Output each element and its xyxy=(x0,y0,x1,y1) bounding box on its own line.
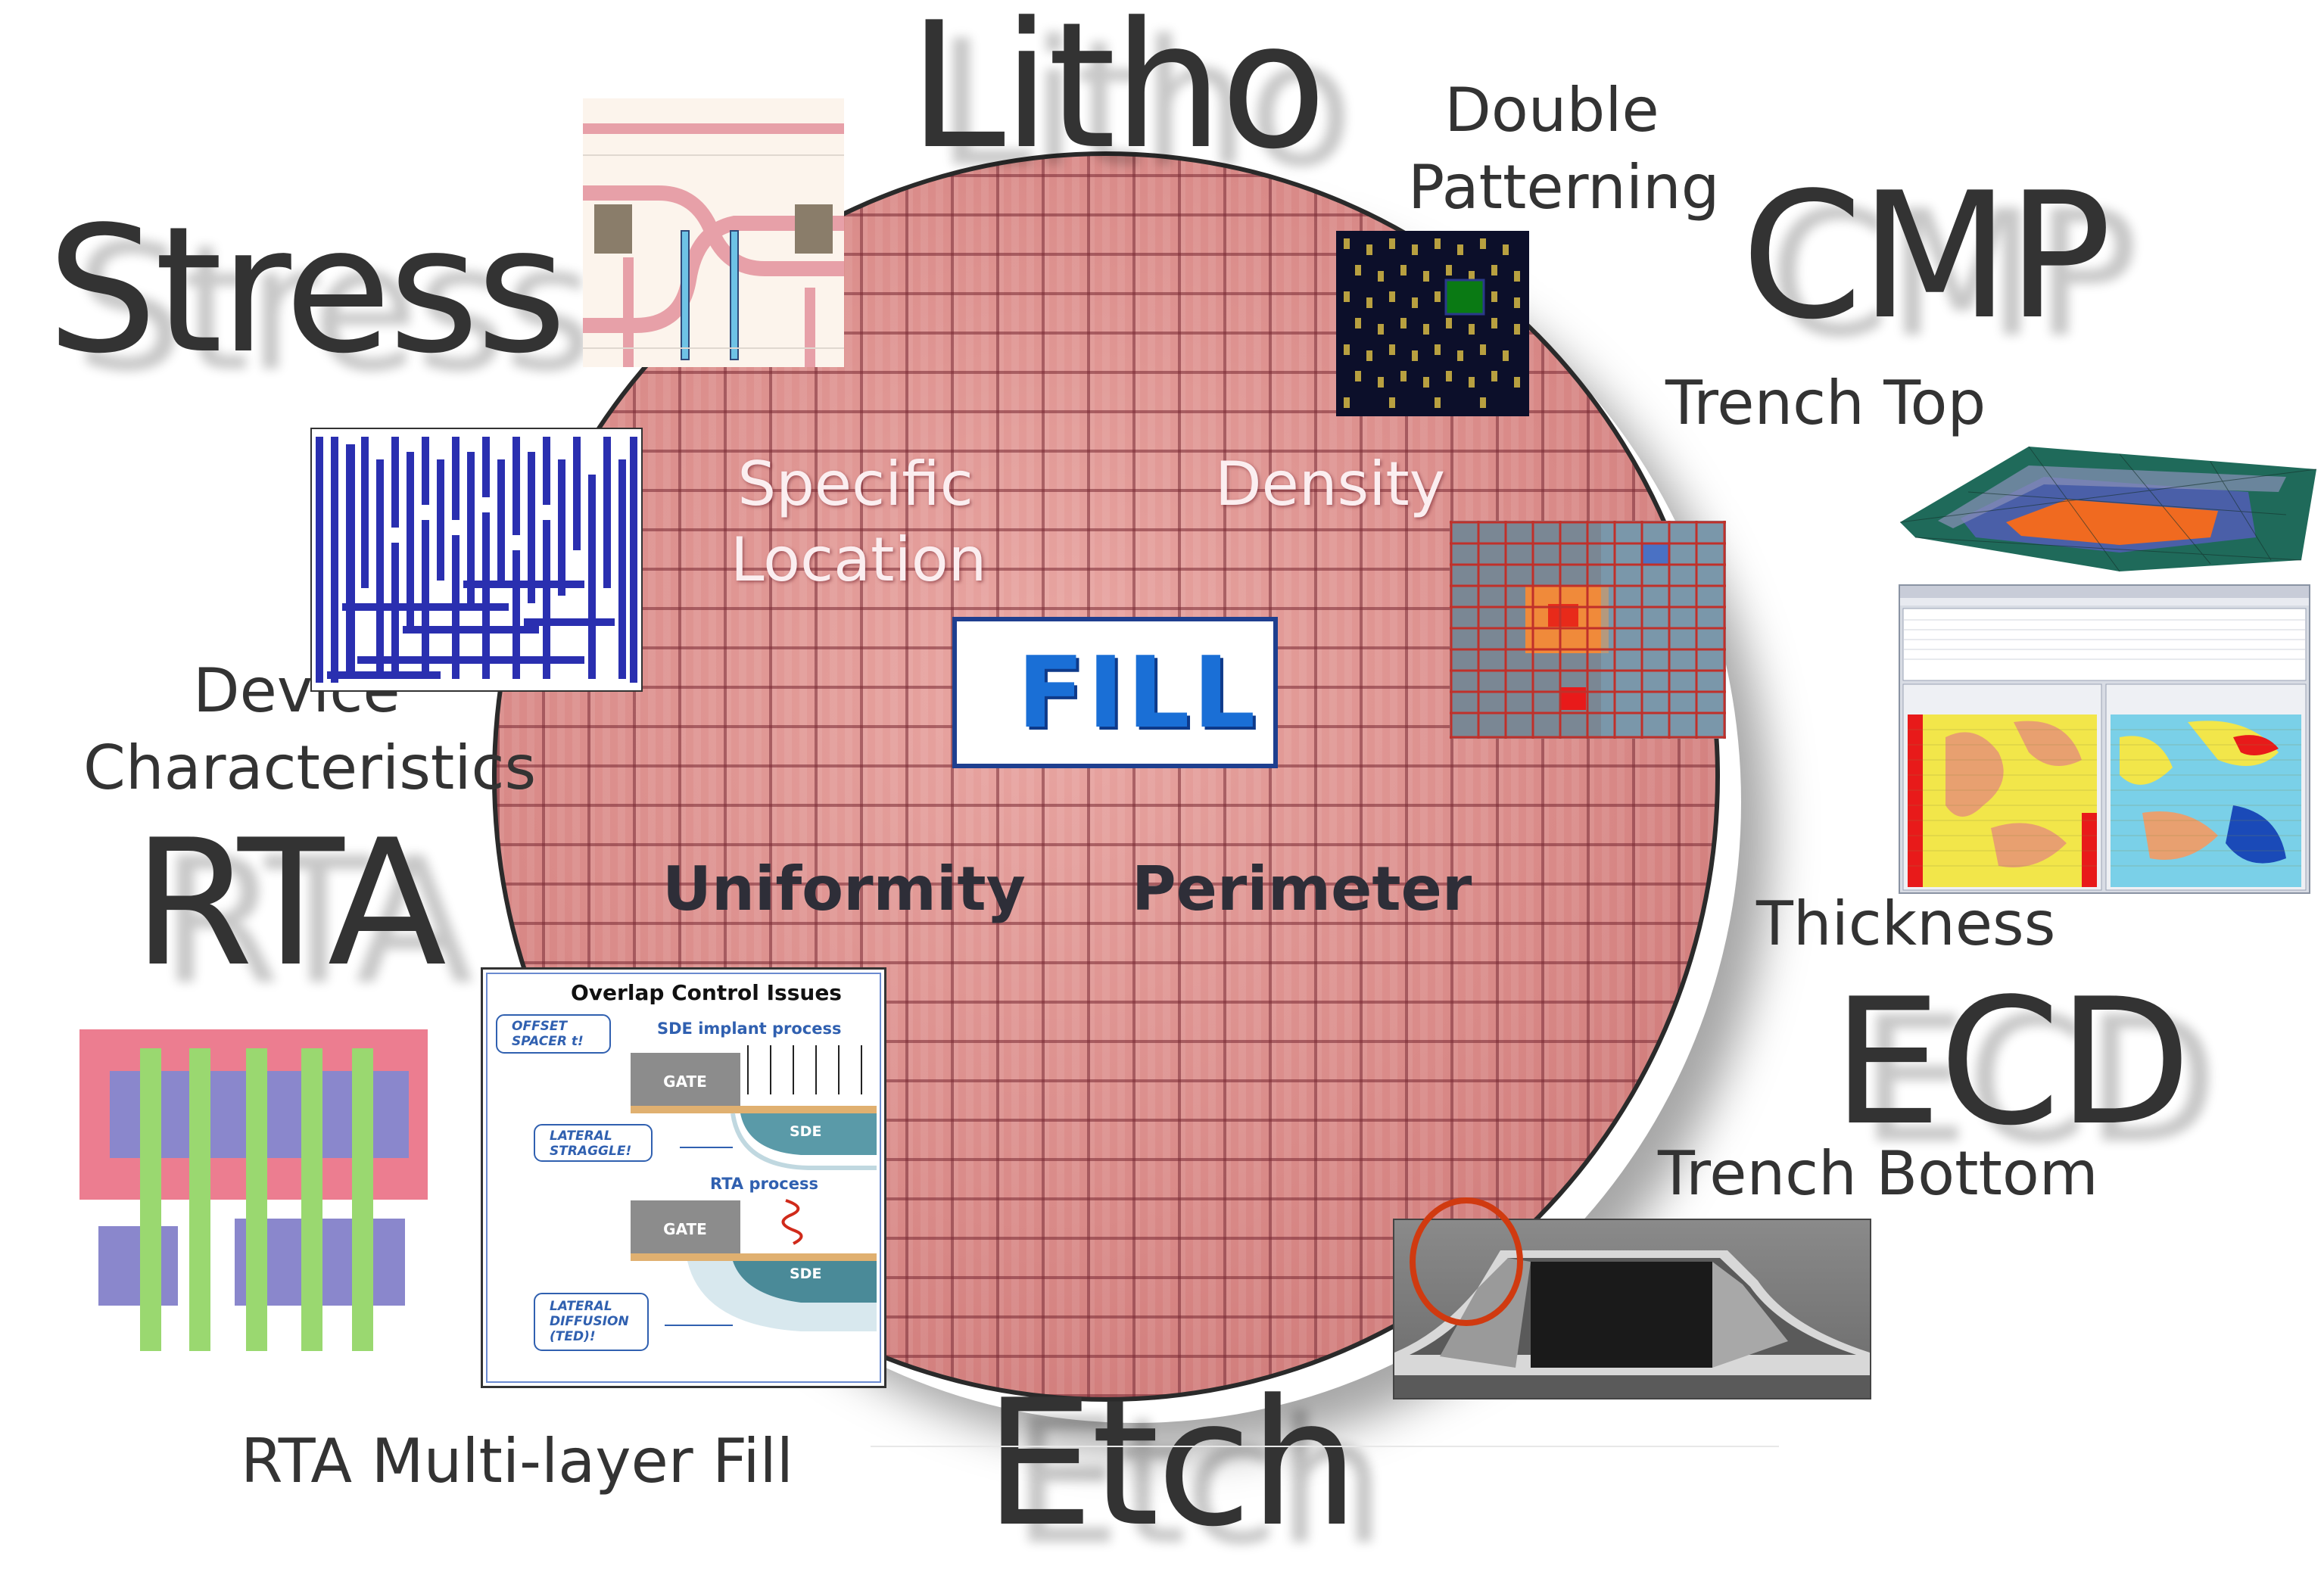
overlap-control-diagram: Overlap Control Issues OFFSET SPACER t! … xyxy=(486,973,881,1383)
heading-ecd: ECD xyxy=(1832,962,2192,1164)
wafer-label-location: Location xyxy=(731,525,987,595)
gate-label-bottom: GATE xyxy=(663,1220,707,1238)
wafer-label-specific-location: Specific Location xyxy=(731,447,987,598)
lateral-straggle-line1: LATERAL xyxy=(550,1129,612,1144)
fill-box: FILL xyxy=(952,617,1278,768)
overlap-panel-title: Overlap Control Issues xyxy=(571,980,842,1005)
heading-etch: Etch xyxy=(984,1363,1360,1565)
label-thickness: Thickness xyxy=(1756,889,2056,959)
wafer-label-perimeter: Perimeter xyxy=(1132,854,1472,924)
lateral-diffusion-line2: DIFFUSION xyxy=(550,1314,629,1329)
lateral-diffusion-line3: (TED)! xyxy=(550,1329,596,1344)
trench-top-surface-thumbnail xyxy=(1893,431,2324,575)
double-patterning-thumbnail xyxy=(1336,231,1529,416)
rta-multilayer-svg xyxy=(79,1029,428,1351)
heading-stress: Stress xyxy=(47,190,567,392)
label-trench-top: Trench Top xyxy=(1665,368,1986,438)
lateral-straggle-line2: STRAGGLE! xyxy=(550,1144,631,1159)
rta-process-label: RTA process xyxy=(710,1175,818,1193)
sde-label-top: SDE xyxy=(790,1123,821,1140)
heading-rta: RTA xyxy=(132,803,447,1005)
thickness-analysis-window xyxy=(1899,584,2310,894)
label-characteristics: Characteristics xyxy=(83,733,537,804)
highlight-circle xyxy=(1410,1197,1523,1326)
density-grid-thumbnail xyxy=(1450,521,1726,739)
wafer-label-density: Density xyxy=(1215,449,1446,519)
lateral-diffusion-line1: LATERAL xyxy=(550,1299,612,1314)
sde-label-bottom: SDE xyxy=(790,1266,821,1282)
trench-top-surface-graphic xyxy=(1899,446,2317,572)
rta-multilayer-graphic xyxy=(76,1026,431,1359)
device-layout-thumbnail xyxy=(310,428,643,692)
label-double-patterning: Double Patterning xyxy=(1408,72,1720,227)
double-patterning-graphic xyxy=(1336,231,1529,416)
offset-spacer-line2: SPACER t! xyxy=(512,1034,584,1049)
heading-cmp: CMP xyxy=(1741,156,2112,358)
label-patterning: Patterning xyxy=(1408,152,1720,223)
stress-layout-thumbnail xyxy=(583,98,844,367)
label-double: Double xyxy=(1444,75,1659,145)
wafer-label-uniformity: Uniformity xyxy=(662,854,1026,924)
wafer-label-specific: Specific xyxy=(737,449,974,519)
label-trench-bottom: Trench Bottom xyxy=(1658,1138,2098,1209)
overlap-control-panel: Overlap Control Issues OFFSET SPACER t! … xyxy=(481,967,886,1388)
label-rta-multilayer-fill: RTA Multi-layer Fill xyxy=(241,1426,793,1496)
fill-label: FILL xyxy=(1017,635,1259,750)
gate-label-top: GATE xyxy=(663,1073,707,1091)
heading-litho: Litho xyxy=(908,0,1327,188)
thickness-analysis-graphic xyxy=(1900,586,2309,891)
density-grid-graphic xyxy=(1450,521,1726,739)
offset-spacer-line1: OFFSET xyxy=(512,1019,569,1034)
stress-layout-graphic xyxy=(583,98,844,367)
sde-implant-label: SDE implant process xyxy=(657,1020,842,1038)
divider-line xyxy=(871,1446,1779,1447)
device-layout-graphic xyxy=(316,437,637,683)
